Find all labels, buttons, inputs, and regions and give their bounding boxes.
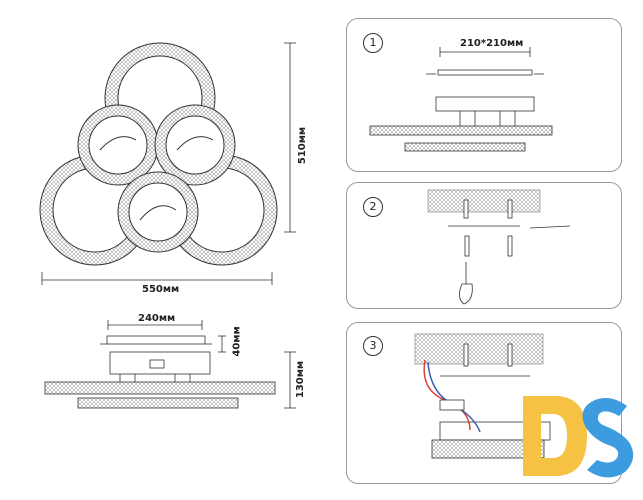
mount-width-label: 240мм (138, 313, 176, 324)
height-label: 510мм (297, 126, 309, 165)
step1-dimension-label: 210*210мм (460, 38, 524, 49)
step2-number: 2 (363, 197, 383, 217)
ring-mid-left (77, 104, 159, 186)
width-label: 550мм (142, 284, 180, 295)
ds-logo (523, 396, 634, 478)
total-height-label: 130мм (295, 360, 307, 399)
step3-number: 3 (363, 336, 383, 356)
step1-number: 1 (363, 33, 383, 53)
ring-mid-right (154, 104, 236, 186)
ring-bottom (117, 171, 199, 253)
mount-height-label: 40мм (231, 326, 243, 357)
side-view-drawing (44, 320, 296, 409)
